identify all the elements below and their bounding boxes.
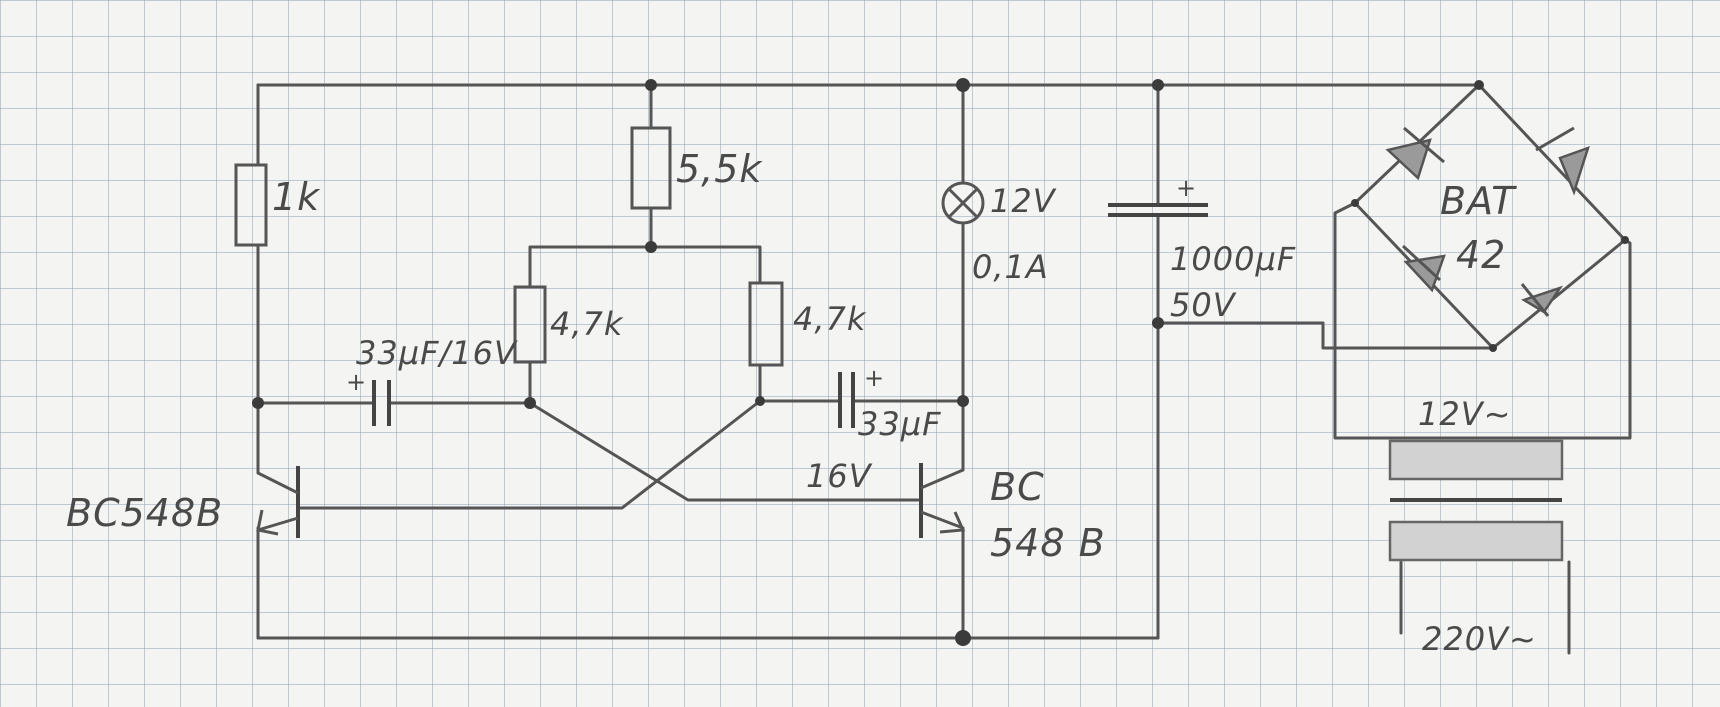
r2-value-label: 5,5k [676, 147, 763, 191]
diode-d1 [1385, 126, 1445, 181]
r4-value-label: 4,7k [793, 300, 867, 338]
q2-type-label-line1: BC [990, 465, 1045, 509]
bridge-rectifier: BAT 42 [1353, 83, 1627, 350]
bridge-ac-wire [1333, 201, 1632, 440]
bridge-type-label-line2: 42 [1456, 233, 1506, 277]
transformer-primary-label: 220V~ [1422, 620, 1537, 658]
diode-d2 [1535, 126, 1590, 196]
q2-type-label-line2: 548 B [990, 521, 1106, 565]
transformer-secondary-label: 12V~ [1418, 395, 1511, 433]
junction-nodes [252, 78, 1629, 646]
c3-voltage-label: 50V [1170, 286, 1237, 324]
c3-polarity-mark: + [1176, 174, 1197, 202]
diode-d3 [1401, 244, 1446, 293]
c2-value-label: 33µF [858, 405, 941, 443]
c1-value-label: 33µF/16V [356, 334, 518, 372]
transistor-q2: BC 548 B [919, 463, 1106, 565]
capacitor-c3: + 1000µF 50V [1108, 174, 1296, 324]
c2-voltage-label: 16V [806, 457, 873, 495]
capacitor-c1: + 33µF/16V [346, 334, 518, 426]
cross-coupling-wire-b [296, 399, 762, 510]
resistor-r1: 1k [234, 163, 321, 247]
c2-polarity-mark: + [864, 364, 885, 392]
lamp: 12V 0,1A [941, 181, 1057, 286]
capacitor-c2: + 33µF 16V [806, 364, 941, 495]
resistor-r3: 4,7k [513, 285, 624, 364]
c3-value-label: 1000µF [1170, 240, 1296, 278]
resistor-r4: 4,7k [748, 281, 867, 367]
r3-value-label: 4,7k [550, 305, 624, 343]
lamp-voltage-label: 12V [990, 182, 1057, 220]
r1-value-label: 1k [272, 175, 321, 219]
r2-branch-wire [528, 83, 762, 289]
transistor-q1: BC548B [66, 466, 300, 538]
c1-polarity-mark: + [346, 368, 367, 396]
cross-coupling-wire-a [528, 401, 920, 502]
q1-type-label: BC548B [66, 491, 223, 535]
bridge-type-label-line1: BAT [1440, 179, 1517, 223]
transformer: 12V~ 220V~ [1388, 395, 1564, 658]
resistor-r2: 5,5k [630, 126, 763, 210]
lamp-current-label: 0,1A [972, 248, 1049, 286]
bridge-negative-wire [1156, 321, 1495, 350]
primary-leads-wire [1399, 560, 1571, 655]
diode-d4 [1520, 283, 1564, 317]
